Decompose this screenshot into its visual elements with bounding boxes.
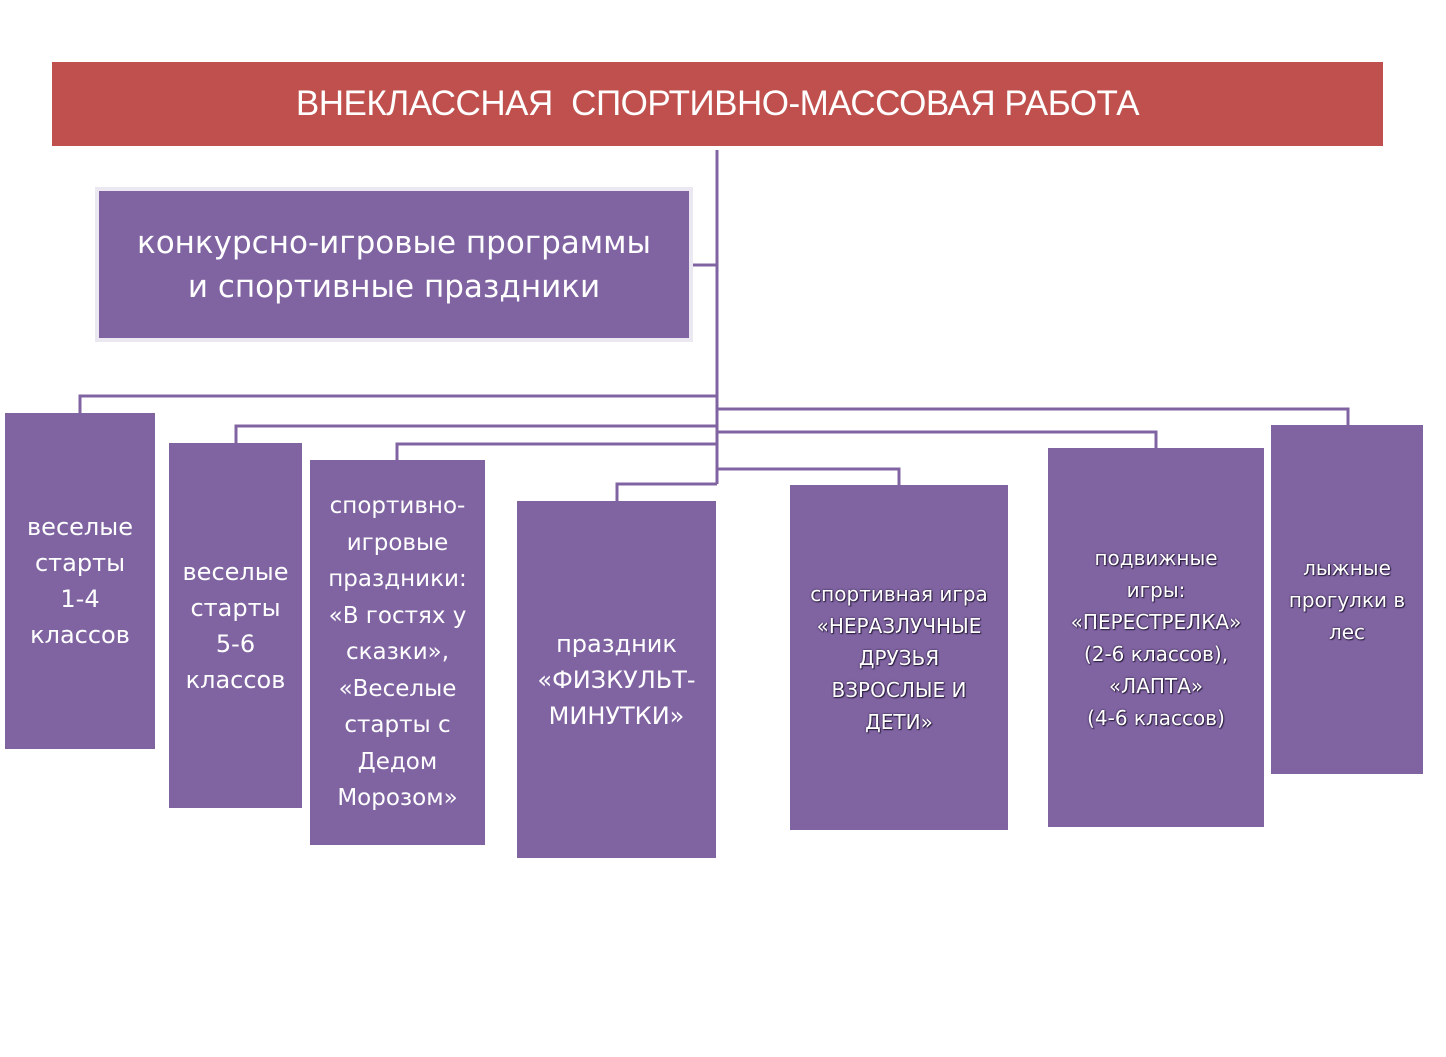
node-label-5: спортивная игра «НЕРАЗЛУЧНЫЕ ДРУЗЬЯ ВЗРО… <box>810 581 988 734</box>
branch-line-6 <box>717 430 1158 448</box>
branch-line-5 <box>717 467 901 485</box>
branch-line-7 <box>717 407 1350 425</box>
diagram-title: ВНЕКЛАССНАЯ СПОРТИВНО-МАССОВАЯ РАБОТА <box>52 62 1383 146</box>
branch-line-3 <box>395 442 717 460</box>
node-box-5: спортивная игра «НЕРАЗЛУЧНЫЕ ДРУЗЬЯ ВЗРО… <box>790 485 1008 830</box>
node-label-3: спортивно- игровые праздники: «В гостях … <box>328 493 467 812</box>
node-label-1: веселые старты 1-4 классов <box>27 513 133 649</box>
node-label-7: лыжные прогулки в лес <box>1288 555 1406 644</box>
branch-line-4 <box>615 482 717 501</box>
node-box-3: спортивно- игровые праздники: «В гостях … <box>310 460 485 845</box>
node-box-6: подвижные игры: «ПЕРЕСТРЕЛКА» (2-6 класс… <box>1048 448 1264 827</box>
subheading-text: конкурсно-игровые программы и спортивные… <box>136 224 652 305</box>
node-label-6: подвижные игры: «ПЕРЕСТРЕЛКА» (2-6 класс… <box>1070 545 1242 730</box>
node-label-2: веселые старты 5-6 классов <box>182 557 289 694</box>
node-label-4: праздник «ФИЗКУЛЬТ- МИНУТКИ» <box>537 629 696 730</box>
node-box-1: веселые старты 1-4 классов <box>5 413 155 749</box>
node-box-7: лыжные прогулки в лес <box>1271 425 1423 774</box>
branch-line-1 <box>78 394 717 413</box>
subheading-box: конкурсно-игровые программы и спортивные… <box>95 187 693 342</box>
node-box-4: праздник «ФИЗКУЛЬТ- МИНУТКИ» <box>517 501 716 858</box>
node-box-2: веселые старты 5-6 классов <box>169 443 302 808</box>
branch-line-2 <box>234 424 717 443</box>
